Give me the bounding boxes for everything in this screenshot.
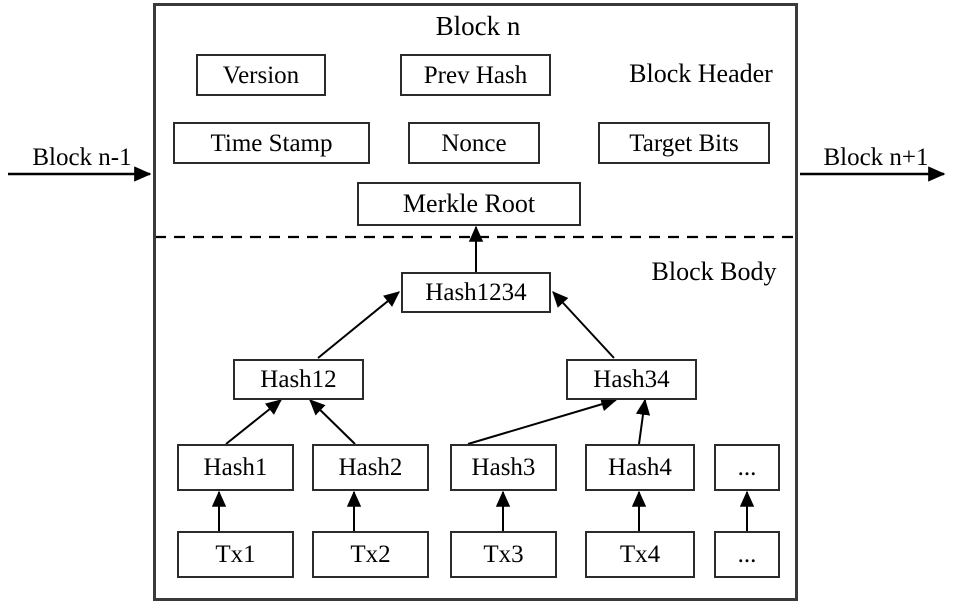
edge-hash2-to-hash12 [309, 399, 356, 445]
transaction-tx1[interactable]: Tx1 [177, 531, 294, 578]
transaction-tx4[interactable]: Tx4 [585, 531, 695, 578]
merkle-leaf-hash3[interactable]: Hash3 [450, 444, 557, 491]
edge-hash34-to-hash1234 [552, 291, 615, 359]
page-title: Block n [435, 10, 521, 41]
header-field-merkle-root[interactable]: Merkle Root [357, 182, 581, 226]
edge-hash12-to-hash1234 [317, 291, 400, 359]
edge-hash3-to-hash34 [467, 397, 618, 445]
transaction-tx3[interactable]: Tx3 [450, 531, 557, 578]
merkle-leaf-hash2[interactable]: Hash2 [312, 444, 429, 491]
edge-hash4-to-hash34 [635, 398, 651, 445]
merkle-leaf-hash1[interactable]: Hash1 [177, 444, 294, 491]
prev-block-label: Block n-1 [32, 143, 132, 171]
merkle-node-hash34[interactable]: Hash34 [566, 359, 697, 400]
header-field-time-stamp[interactable]: Time Stamp [173, 122, 370, 164]
transaction-tx2[interactable]: Tx2 [312, 531, 429, 578]
header-field-prev-hash[interactable]: Prev Hash [400, 54, 551, 96]
header-field-target-bits[interactable]: Target Bits [598, 122, 770, 164]
merkle-leaf-hash4[interactable]: Hash4 [585, 444, 695, 491]
next-block-label: Block n+1 [823, 143, 929, 171]
merkle-node-hash1234[interactable]: Hash1234 [401, 272, 551, 313]
merkle-node-hash12[interactable]: Hash12 [233, 359, 364, 400]
block-body-label: Block Body [651, 257, 777, 286]
block-outline [153, 3, 798, 601]
header-field-version[interactable]: Version [196, 54, 326, 96]
header-field-nonce[interactable]: Nonce [408, 122, 540, 164]
transaction-tx-more[interactable]: ... [714, 531, 780, 578]
block-header-label: Block Header [629, 59, 773, 88]
merkle-leaf-hash-more[interactable]: ... [714, 444, 780, 491]
edge-hash1-to-hash12 [225, 399, 282, 445]
